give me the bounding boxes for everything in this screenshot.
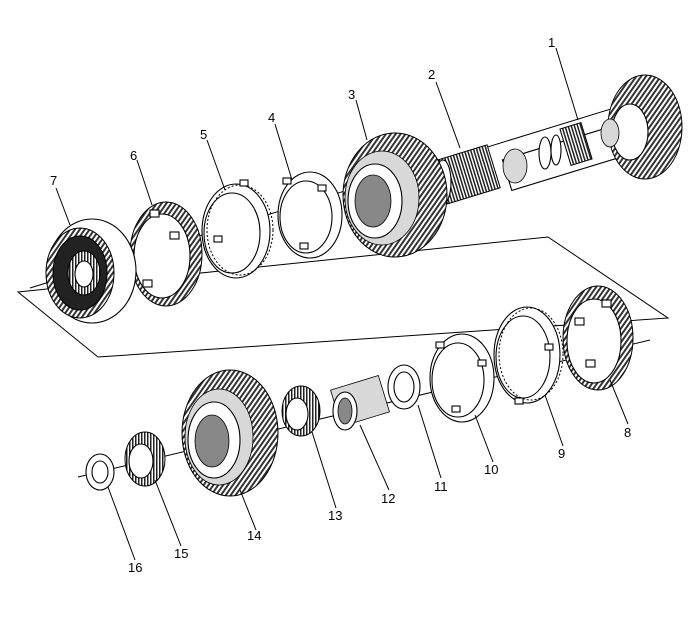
callout-8: 8: [624, 425, 631, 440]
part-9-middle-ring: [493, 306, 564, 405]
part-16-thrust-washer: [85, 453, 115, 491]
part-5-middle-ring: [201, 179, 274, 279]
part-12-bushing-sleeve: [330, 375, 390, 431]
callout-7: 7: [50, 173, 57, 188]
callout-14: 14: [247, 528, 261, 543]
callout-15: 15: [174, 546, 188, 561]
callout-1: 1: [548, 35, 555, 50]
part-11-thrust-washer: [387, 364, 421, 410]
part-8-synchronizer-ring: [562, 285, 634, 391]
part-14-helical-gear: [181, 369, 279, 497]
callout-11: 11: [434, 479, 448, 494]
callout-13: 13: [328, 508, 342, 523]
callout-10: 10: [484, 462, 498, 477]
part-6-synchronizer-ring: [129, 201, 203, 307]
part-1-countershaft: [501, 74, 683, 192]
separator-plane: [16, 236, 670, 358]
part-3-helical-gear: [342, 132, 448, 258]
part-10-inner-cone-ring: [429, 333, 495, 423]
callout-5: 5: [200, 127, 207, 142]
callout-9: 9: [558, 446, 565, 461]
callout-3: 3: [348, 87, 355, 102]
callout-16: 16: [128, 560, 142, 575]
callout-12: 12: [381, 491, 395, 506]
callout-2: 2: [428, 67, 435, 82]
callout-4: 4: [268, 110, 275, 125]
part-15-bearing-cage: [124, 431, 166, 487]
leader-lines: [55, 47, 629, 561]
callout-6: 6: [130, 148, 137, 163]
part-4-inner-cone-ring: [277, 171, 343, 259]
part-7-synchronizer-sleeve: [45, 218, 137, 324]
part-13-needle-bearing: [281, 385, 321, 437]
